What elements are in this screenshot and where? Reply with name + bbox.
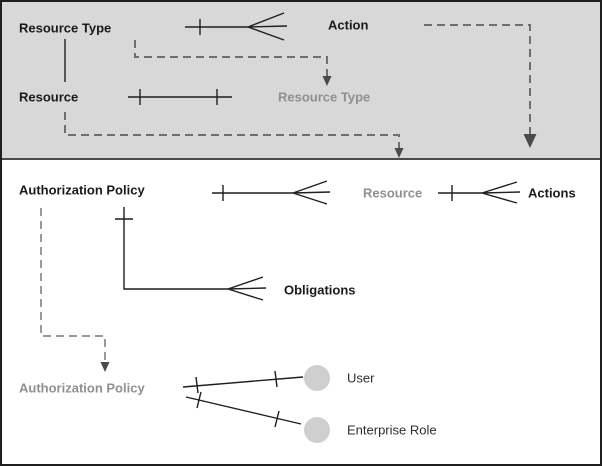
relation-resource-type-action: [185, 12, 288, 41]
relation-authorization-policy-enterprise-role: [185, 391, 302, 428]
relation-resource-actions: [438, 181, 521, 204]
one-tick: [274, 410, 280, 428]
entity-action: Action: [328, 17, 369, 33]
entity-resource-type: Resource Type: [19, 20, 112, 36]
crows-foot-icon: [227, 276, 267, 301]
entity-resource: Resource: [19, 89, 79, 105]
entity-resource-type-ref: Resource Type: [278, 89, 371, 105]
dashed-ref-to-resource-type: [134, 40, 332, 86]
entity-actions: Actions: [528, 185, 576, 201]
crows-foot-icon: [247, 12, 288, 41]
entity-authorization-policy-ref: Authorization Policy: [19, 380, 145, 396]
one-tick: [274, 370, 278, 388]
arrow-down-icon: [394, 148, 404, 158]
relation-authorization-policy-user: [182, 370, 304, 394]
dashed-ref-to-authorization-policy: [40, 208, 110, 372]
entity-resource-ref: Resource: [363, 185, 423, 201]
entity-user: User: [347, 370, 375, 386]
crows-foot-icon: [481, 181, 521, 204]
upper-model-panel: [0, 0, 602, 160]
relation-authorization-policy-obligations: [115, 207, 267, 301]
relation-authorization-policy-resource: [212, 180, 331, 205]
entity-enterprise-role: Enterprise Role: [347, 422, 437, 438]
one-tick: [196, 391, 202, 409]
arrow-down-icon: [523, 134, 537, 148]
dashed-ref-from-resource: [64, 112, 404, 158]
enterprise-role-node-circle: [304, 417, 330, 443]
relation-resource-resource-type: [128, 89, 232, 105]
arrow-down-icon: [322, 76, 332, 86]
crows-foot-icon: [292, 180, 331, 205]
entity-obligations: Obligations: [284, 282, 356, 298]
dashed-ref-from-action: [424, 24, 537, 148]
entity-authorization-policy: Authorization Policy: [19, 182, 145, 198]
arrow-down-icon: [100, 362, 110, 372]
user-node-circle: [304, 365, 330, 391]
one-tick: [195, 376, 199, 394]
